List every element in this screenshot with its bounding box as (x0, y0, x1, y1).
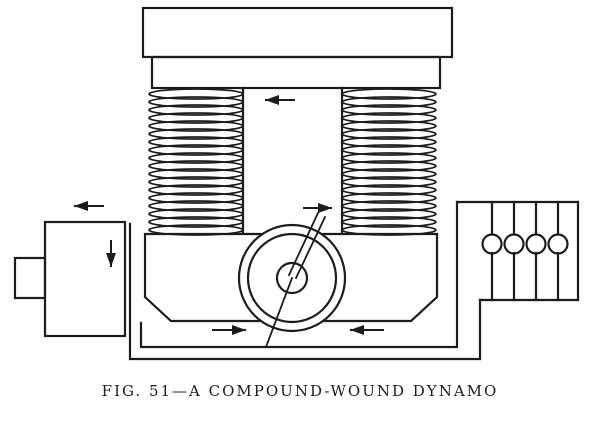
coil-turn (341, 112, 437, 124)
lamp-bulb-icon (481, 233, 503, 255)
coil-turn (341, 176, 437, 188)
coil-turn (148, 96, 244, 108)
shaft-end (13, 256, 47, 300)
coil-turn (341, 208, 437, 220)
coil-turn (148, 184, 244, 196)
lamp-bulb-icon (525, 233, 547, 255)
coil-turn (148, 200, 244, 212)
coil-turn (148, 136, 244, 148)
coil-turn (341, 120, 437, 132)
brush-edge-left (287, 211, 320, 277)
wire-outer (128, 222, 482, 361)
coil-turn (341, 192, 437, 204)
coil-turn (148, 120, 244, 132)
wire-inner (139, 200, 459, 349)
coil-turn (341, 184, 437, 196)
coil-turn (341, 216, 437, 228)
coil-turn (148, 152, 244, 164)
coil-turn (341, 88, 437, 100)
coil-turn (341, 200, 437, 212)
coil-turn (341, 168, 437, 180)
yoke-top (141, 6, 454, 59)
coil-turn (341, 104, 437, 116)
pole-base (143, 232, 439, 323)
coil-turn (341, 152, 437, 164)
left-field-coil (148, 88, 244, 236)
coil-turn (148, 104, 244, 116)
coil-turn (148, 168, 244, 180)
coil-turn (148, 112, 244, 124)
yoke-band (150, 55, 442, 90)
bearing-pedestal (43, 220, 127, 338)
coil-turn (148, 208, 244, 220)
dynamo-diagram (13, 6, 580, 361)
coil-turn (148, 176, 244, 188)
coil-turn (341, 128, 437, 140)
coil-turn (341, 96, 437, 108)
coil-turn (341, 144, 437, 156)
lamp-bulb-icon (503, 233, 525, 255)
right-field-coil (341, 88, 437, 236)
coil-turn (148, 88, 244, 100)
figure-caption: FIG. 51—A COMPOUND-WOUND DYNAMO (101, 382, 499, 400)
current-arrows (74, 95, 384, 335)
lamp-bulb-icon (547, 233, 569, 255)
coil-turn (148, 216, 244, 228)
coil-turn (341, 160, 437, 172)
brush-edge-right (294, 215, 327, 280)
coil-turn (148, 192, 244, 204)
coil-turn (148, 128, 244, 140)
coil-turn (341, 136, 437, 148)
coil-turn (148, 160, 244, 172)
brush-lead (264, 276, 294, 349)
coil-turn (148, 144, 244, 156)
lamp-bank (481, 200, 569, 302)
